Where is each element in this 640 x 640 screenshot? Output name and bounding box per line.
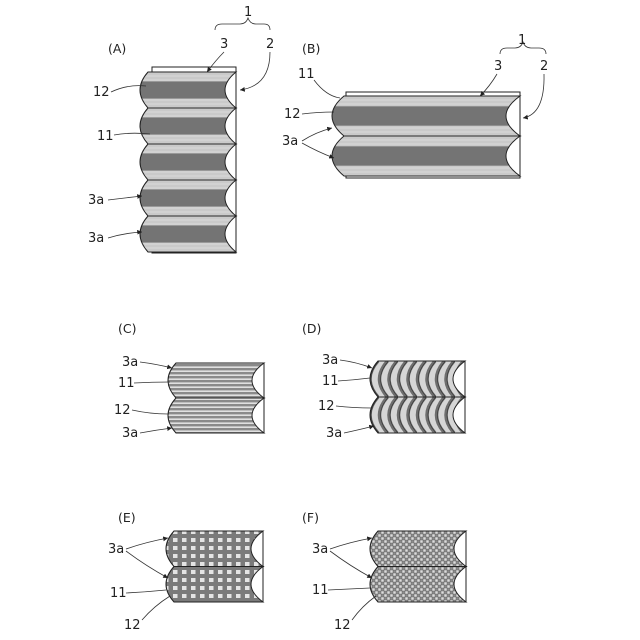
fiber-fill (362, 531, 466, 567)
panel-d-leader-l1 (340, 360, 372, 368)
fiber-dark-core (132, 225, 236, 242)
fiber-fill (362, 567, 466, 603)
panel-b-label: (B) (302, 41, 320, 56)
fiber-fill (132, 108, 236, 144)
panel-f-label-3: 12 (334, 618, 351, 633)
panel-a-ref-1: 1 (244, 5, 252, 20)
panel-d-leader-l4 (344, 426, 374, 433)
panel-f-label: (F) (302, 510, 319, 525)
fiber-dark-core (132, 189, 236, 206)
fiber-fill (160, 398, 264, 433)
panel-d-label-1: 3a (322, 353, 338, 368)
panel-c-leader-l3 (132, 410, 168, 414)
panel-a-ref-2: 2 (266, 37, 274, 52)
panel-b-ref-2: 2 (540, 59, 548, 74)
panel-c-fibers (160, 363, 264, 433)
fiber-fill (320, 136, 520, 176)
panel-b-leader-2 (523, 74, 544, 118)
panel-c-label-2: 11 (118, 376, 135, 391)
panel-d: (D) 3a 11 12 3a (302, 321, 465, 441)
fiber-fill (320, 96, 520, 136)
fiber-fill (132, 180, 236, 216)
fiber-stripes (160, 398, 264, 433)
panel-a-label-3: 3a (88, 193, 104, 208)
panel-f-leader-l1b (330, 551, 372, 578)
fiber-fill (160, 363, 264, 398)
panel-d-label: (D) (302, 321, 321, 336)
panel-a-fibers (132, 72, 236, 252)
panel-a: (A) 1 3 2 12 11 3a 3a (88, 5, 274, 253)
panel-f-leader-l1a (330, 538, 372, 549)
fiber-dark-core (132, 117, 236, 134)
fiber-dots (158, 567, 263, 603)
panel-e-label: (E) (118, 510, 136, 525)
panel-c: (C) 3a 11 12 3a (114, 321, 264, 441)
fiber-fill (132, 144, 236, 180)
panel-d-label-3: 12 (318, 399, 335, 414)
panel-c-leader-l2 (134, 382, 170, 383)
fiber-dark-core (320, 146, 520, 165)
fiber-dots (158, 531, 263, 567)
panel-f: (F) 3a 11 12 (302, 510, 466, 633)
panel-c-leader-l4 (140, 428, 172, 433)
panel-a-ref-3: 3 (220, 37, 228, 52)
fiber-dark-core (132, 81, 236, 98)
panel-b-label-2: 12 (284, 107, 301, 122)
panel-e: (E) 3a 11 12 (108, 510, 263, 633)
panel-d-label-4: 3a (326, 426, 342, 441)
fiber-dark-core (132, 153, 236, 170)
panel-b-leader-l3a (302, 128, 332, 141)
panel-a-leader-2 (240, 52, 270, 90)
panel-b-label-3: 3a (282, 134, 298, 149)
fiber-fill (132, 72, 236, 108)
panel-e-label-3: 12 (124, 618, 141, 633)
panel-a-label: (A) (108, 41, 126, 56)
panel-f-fibers (362, 531, 466, 602)
panel-c-label: (C) (118, 321, 136, 336)
panel-d-leader-l2 (338, 378, 370, 381)
panel-e-fibers (158, 531, 263, 602)
panel-b: (B) 1 3 2 11 12 3a (282, 33, 548, 178)
panel-b-ref-3: 3 (494, 59, 502, 74)
fiber-checker (362, 531, 466, 567)
panel-b-ref-1: 1 (518, 33, 526, 48)
panel-c-label-1: 3a (122, 355, 138, 370)
panel-c-label-4: 3a (122, 426, 138, 441)
panel-f-leader-l2 (328, 588, 370, 590)
panel-e-label-2: 11 (110, 586, 127, 601)
fiber-dark-core (320, 106, 520, 125)
panel-a-brace (215, 18, 270, 30)
panel-e-leader-l1a (126, 538, 168, 549)
panel-b-leader-l1 (314, 80, 340, 98)
fiber-fill (132, 216, 236, 252)
panel-d-label-2: 11 (322, 374, 339, 389)
panel-e-leader-l2 (126, 590, 166, 593)
panel-c-label-3: 12 (114, 403, 131, 418)
panel-d-fibers (362, 361, 465, 433)
panel-e-label-1: 3a (108, 542, 124, 557)
fiber-fill (362, 397, 465, 433)
panel-b-label-1: 11 (298, 67, 315, 82)
fiber-fill (362, 361, 465, 397)
panel-e-leader-l3 (142, 596, 170, 620)
panel-a-leader-l3 (108, 196, 142, 200)
panel-f-leader-l3 (352, 596, 376, 620)
panel-a-label-2: 11 (97, 129, 114, 144)
panel-f-label-1: 3a (312, 542, 328, 557)
panel-f-label-2: 11 (312, 583, 329, 598)
panel-a-label-4: 3a (88, 231, 104, 246)
fiber-checker (362, 567, 466, 603)
panel-d-leader-l3 (336, 406, 372, 408)
panel-c-leader-l1 (140, 362, 172, 368)
fiber-stripes (160, 363, 264, 398)
panel-b-leader-l2 (302, 112, 334, 114)
panel-a-label-1: 12 (93, 85, 110, 100)
panel-e-leader-l1b (126, 551, 168, 578)
panel-a-leader-l4 (108, 232, 142, 238)
fiber-fill (158, 531, 263, 567)
panel-b-leader-l3b (302, 143, 334, 158)
panel-b-fibers (320, 96, 520, 176)
fiber-fill (158, 567, 263, 603)
